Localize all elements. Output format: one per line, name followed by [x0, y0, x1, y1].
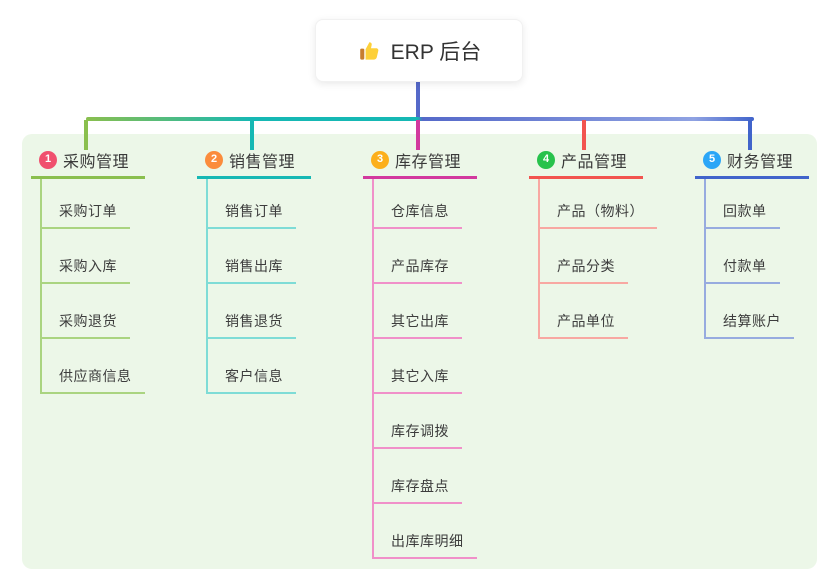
child-node[interactable]: 付款单 [706, 229, 780, 284]
branch-number-badge: 2 [205, 150, 223, 169]
branch-node[interactable]: 4 产品管理 [529, 150, 643, 179]
connector-branch-drop [582, 120, 586, 150]
child-node[interactable]: 回款单 [706, 179, 780, 229]
branch-column: 3 库存管理 仓库信息产品库存其它出库其它入库库存调拨库存盘点出库库明细 [363, 150, 533, 559]
connector-bus [86, 117, 754, 121]
branch-column: 1 采购管理 采购订单采购入库采购退货供应商信息 [31, 150, 201, 394]
branch-label: 产品管理 [561, 153, 628, 171]
child-node[interactable]: 产品（物料） [540, 179, 657, 229]
child-node[interactable]: 产品单位 [540, 284, 628, 339]
branch-children: 仓库信息产品库存其它出库其它入库库存调拨库存盘点出库库明细 [372, 179, 477, 559]
branch-label: 库存管理 [395, 153, 462, 171]
branch-label: 财务管理 [727, 153, 794, 171]
branch-children: 回款单付款单结算账户 [704, 179, 794, 339]
branch-number-badge: 5 [703, 150, 721, 169]
child-node[interactable]: 产品分类 [540, 229, 628, 284]
root-node[interactable]: ERP 后台 [315, 19, 523, 82]
connector-root-stem [416, 82, 420, 121]
branch-number-badge: 3 [371, 150, 389, 169]
branch-label: 采购管理 [63, 153, 130, 171]
branch-node[interactable]: 2 销售管理 [197, 150, 311, 179]
child-node[interactable]: 其它出库 [374, 284, 462, 339]
child-node[interactable]: 出库库明细 [374, 504, 477, 559]
branch-node[interactable]: 5 财务管理 [695, 150, 809, 179]
branch-number-badge: 1 [39, 150, 57, 169]
child-node[interactable]: 库存调拨 [374, 394, 462, 449]
branch-node[interactable]: 3 库存管理 [363, 150, 477, 179]
connector-branch-drop [416, 120, 420, 150]
branches-panel [22, 134, 817, 569]
child-node[interactable]: 销售订单 [208, 179, 296, 229]
root-node-label: ERP 后台 [390, 40, 482, 64]
connector-branch-drop [84, 120, 88, 150]
branch-number-badge: 4 [537, 150, 555, 169]
child-node[interactable]: 产品库存 [374, 229, 462, 284]
connector-branch-drop [250, 120, 254, 150]
branch-column: 2 销售管理 销售订单销售出库销售退货客户信息 [197, 150, 367, 394]
child-node[interactable]: 销售出库 [208, 229, 296, 284]
branch-column: 5 财务管理 回款单付款单结算账户 [695, 150, 839, 339]
branch-column: 4 产品管理 产品（物料）产品分类产品单位 [529, 150, 699, 339]
branch-node[interactable]: 1 采购管理 [31, 150, 145, 179]
branch-label: 销售管理 [229, 153, 296, 171]
branch-children: 销售订单销售出库销售退货客户信息 [206, 179, 296, 394]
child-node[interactable]: 仓库信息 [374, 179, 462, 229]
branch-children: 产品（物料）产品分类产品单位 [538, 179, 657, 339]
child-node[interactable]: 采购入库 [42, 229, 130, 284]
thumbs-up-icon [357, 39, 381, 63]
child-node[interactable]: 供应商信息 [42, 339, 145, 394]
child-node[interactable]: 采购退货 [42, 284, 130, 339]
child-node[interactable]: 销售退货 [208, 284, 296, 339]
child-node[interactable]: 库存盘点 [374, 449, 462, 504]
child-node[interactable]: 结算账户 [706, 284, 794, 339]
child-node[interactable]: 采购订单 [42, 179, 130, 229]
connector-branch-drop [748, 120, 752, 150]
child-node[interactable]: 客户信息 [208, 339, 296, 394]
branch-children: 采购订单采购入库采购退货供应商信息 [40, 179, 145, 394]
child-node[interactable]: 其它入库 [374, 339, 462, 394]
